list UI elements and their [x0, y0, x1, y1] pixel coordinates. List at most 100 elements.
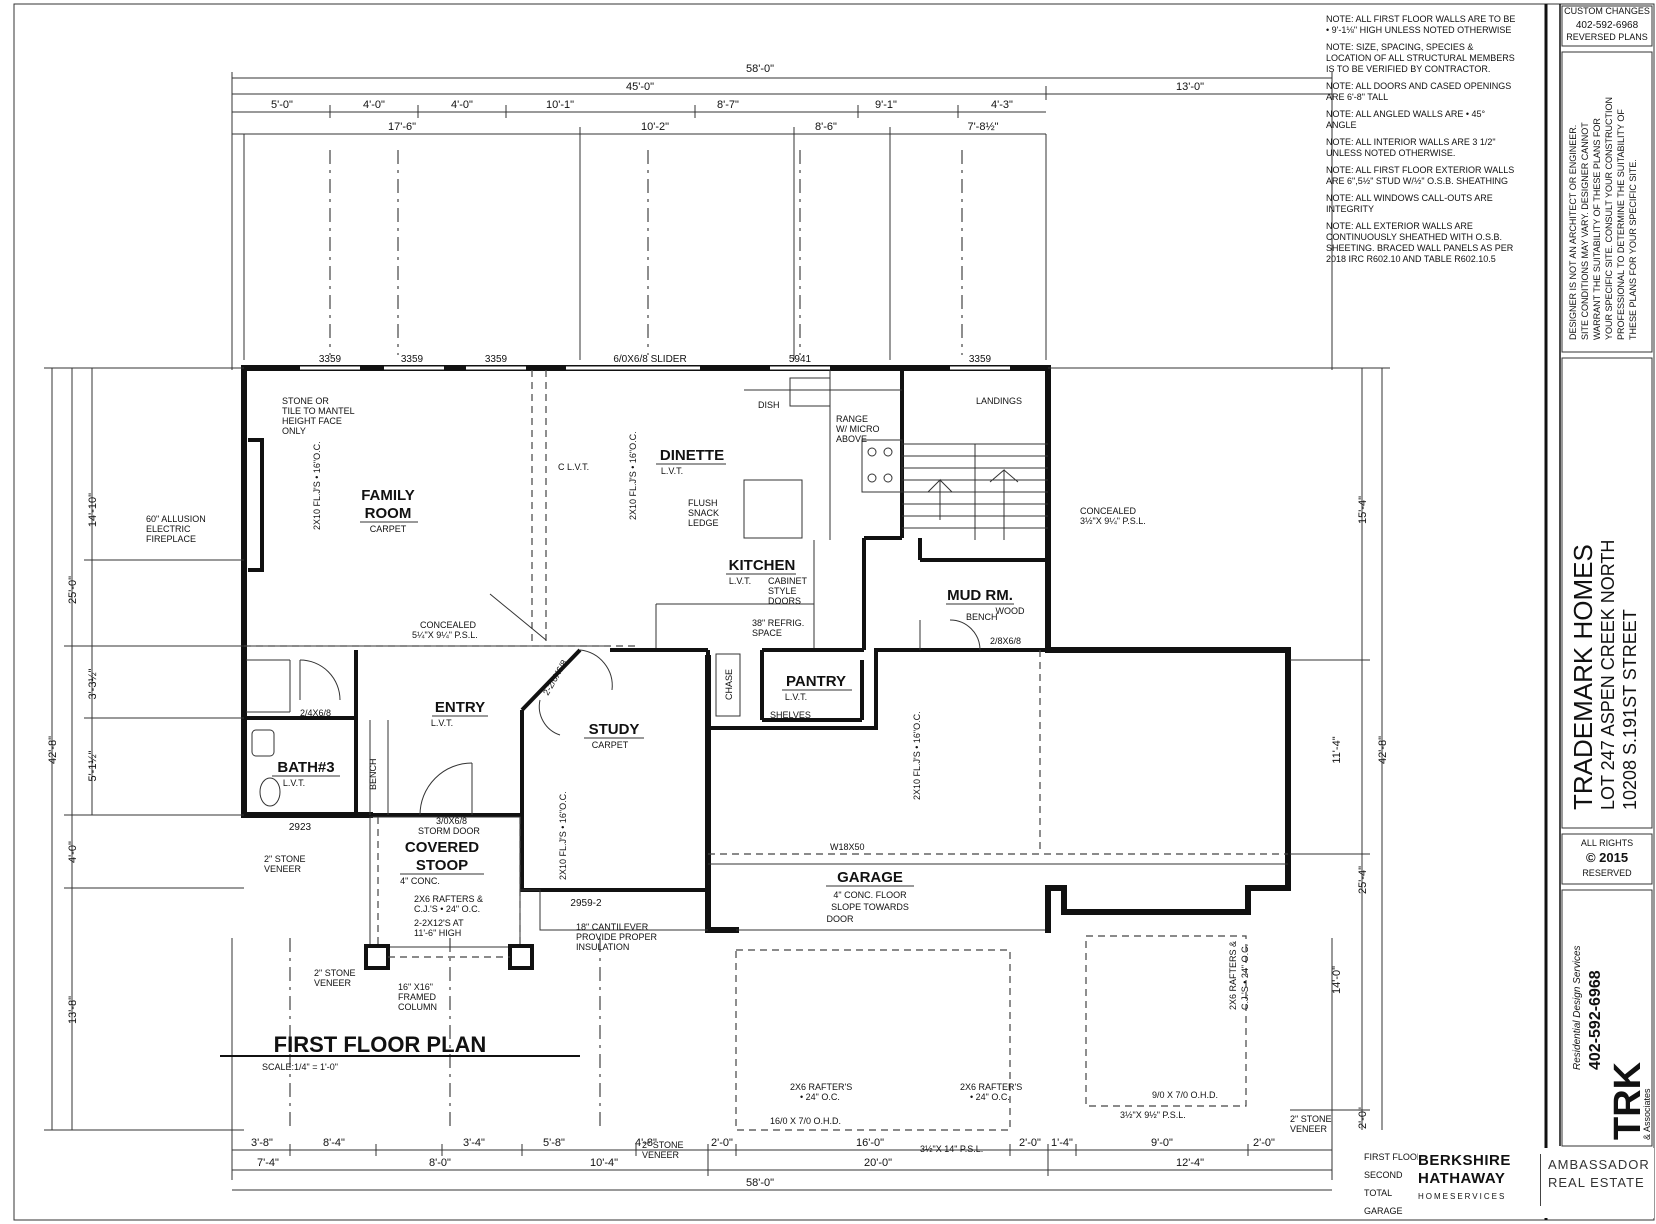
note-label: 5¼"X 9¼" P.S.L.	[412, 630, 478, 640]
dim-overall-bottom: 58'-0"	[746, 1177, 774, 1189]
room-finish: L.V.T.	[661, 466, 683, 476]
window-label: 3359	[969, 354, 992, 365]
note-label: CABINET	[768, 576, 808, 586]
ambassador-line2: REAL ESTATE	[1548, 1175, 1645, 1190]
dim-left: 25'-0"	[67, 576, 79, 604]
note-label: 3½"X 9¼" P.S.L.	[1080, 516, 1146, 526]
room-finish: WOOD	[996, 606, 1025, 616]
brokerage-name: BERKSHIRE HATHAWAY	[1418, 1152, 1511, 1188]
note-label: CONCEALED	[420, 620, 477, 630]
tb-assoc: & Associates	[1642, 1088, 1652, 1140]
room-name: PANTRY	[786, 673, 846, 690]
dim-top-row1: 9'-1"	[875, 99, 897, 111]
tb-phone-top: 402-592-6968	[1576, 20, 1639, 31]
note-label: BENCH	[368, 758, 378, 790]
note-label: 3½"X 9½" P.S.L.	[1120, 1110, 1186, 1120]
dim-top-row2: 17'-6"	[388, 121, 416, 133]
tb-firm-logo: TRK	[1607, 1061, 1649, 1140]
structural-dashes	[244, 370, 1288, 1131]
room-name: ROOM	[365, 505, 412, 522]
room-stoop: COVERED STOOP 4" CONC.	[400, 839, 484, 886]
tb-rights: ALL RIGHTS	[1581, 838, 1633, 848]
door-swings	[299, 619, 981, 816]
dim-left: 42'-8"	[47, 736, 59, 764]
note-label: 2X6 RAFTER'S	[790, 1082, 852, 1092]
cantilever-outline	[520, 889, 708, 931]
left-dimensions	[44, 367, 244, 1131]
room-name: KITCHEN	[729, 557, 796, 574]
plan-title: FIRST FLOOR PLAN	[274, 1032, 487, 1057]
room-note: SLOPE TOWARDS	[831, 902, 909, 912]
window-label: 3359	[319, 354, 342, 365]
note-item: NOTE: ALL DOORS AND CASED OPENINGS ARE 6…	[1326, 81, 1512, 102]
note-label: 2X6 RAFTERS &	[1228, 941, 1238, 1010]
note-label: 2X10 FL.J'S • 16"O.C.	[628, 431, 638, 520]
dim-left: 13'-8"	[67, 996, 79, 1024]
window-label: 3359	[485, 354, 508, 365]
dim-bottom-row2: 8'-0"	[429, 1157, 451, 1169]
room-finish: L.V.T.	[431, 718, 453, 728]
sqft-garage: GARAGE	[1364, 1206, 1403, 1216]
note-label: SHELVES	[770, 710, 811, 720]
note-label: 3/0X6/8	[436, 816, 467, 826]
room-name: COVERED	[405, 839, 479, 856]
note-label: C L.V.T.	[558, 462, 589, 472]
dim-left: 3'-3½"	[87, 668, 99, 699]
note-label: 2X10 FL.J'S • 16"O.C.	[558, 791, 568, 880]
dim-bottom-row1: 16'-0"	[856, 1137, 884, 1149]
room-bath: BATH#3 L.V.T.	[272, 759, 340, 788]
dim-top-row2: 8'-6"	[815, 121, 837, 133]
note-label: PROVIDE PROPER	[576, 932, 658, 942]
dim-bottom-row1: 2'-0"	[1019, 1137, 1041, 1149]
note-label: CHASE	[724, 669, 734, 700]
note-label: ABOVE	[836, 434, 867, 444]
window-label: 3359	[401, 354, 424, 365]
tb-reserved: RESERVED	[1582, 868, 1632, 878]
tb-reversed: REVERSED PLANS	[1566, 32, 1648, 42]
dim-top-row2: 7'-8½"	[967, 121, 998, 133]
tb-disclaimer: YOUR SPECIFIC SITE. CONSULT YOUR CONSTRU…	[1604, 97, 1614, 340]
note-label: COLUMN	[398, 1002, 437, 1012]
dim-main-top: 45'-0"	[626, 81, 654, 93]
brokerage-logo: BERKSHIRE HATHAWAY HOMESERVICES AMBASSAD…	[1418, 1148, 1654, 1218]
note-label: 16" X16"	[398, 982, 433, 992]
tb-services: Residential Design Services	[1572, 945, 1583, 1070]
note-label: VENEER	[314, 978, 352, 988]
room-name: FAMILY	[361, 487, 415, 504]
bottom-dimensions	[231, 938, 1333, 1191]
note-label: VENEER	[1290, 1124, 1328, 1134]
window-label: 2959-2	[570, 898, 602, 909]
note-label: W18X50	[830, 842, 865, 852]
note-label: 2" STONE	[642, 1140, 684, 1150]
room-family: FAMILY ROOM CARPET	[360, 487, 418, 534]
top-dimensions	[231, 72, 1333, 370]
note-label: LEDGE	[688, 518, 719, 528]
note-label: 2-2/0X6/8	[541, 658, 569, 697]
room-finish: L.V.T.	[729, 576, 751, 586]
tb-phone: 402-592-6968	[1587, 970, 1604, 1070]
note-label: 2/8X6/8	[990, 636, 1021, 646]
note-label: SPACE	[752, 628, 782, 638]
note-label: 2X6 RAFTER'S	[960, 1082, 1022, 1092]
room-finish: CARPET	[370, 524, 407, 534]
brokerage-line2: HATHAWAY	[1418, 1170, 1506, 1187]
note-label: DOORS	[768, 596, 801, 606]
note-label: TILE TO MANTEL	[282, 406, 355, 416]
room-name: GARAGE	[837, 869, 903, 886]
note-label: 2" STONE	[314, 968, 356, 978]
note-label: INSULATION	[576, 942, 629, 952]
note-label: • 24" O.C.	[970, 1092, 1010, 1102]
room-finish: 4" CONC.	[400, 876, 440, 886]
tb-disclaimer: THESE PLANS FOR YOUR SPECIFIC SITE.	[1628, 159, 1638, 340]
note-label: 2/4X6/8	[300, 708, 331, 718]
note-label: 11'-6" HIGH	[414, 928, 461, 938]
note-label: 18" CANTILEVER	[576, 922, 649, 932]
note-label: 2X6 RAFTERS &	[414, 894, 483, 904]
note-label: FLUSH	[688, 498, 718, 508]
sheet-border	[13, 3, 1655, 1221]
dim-right: 15'-4"	[1357, 496, 1369, 524]
note-item: NOTE: ALL ANGLED WALLS ARE • 45° ANGLE	[1326, 109, 1486, 130]
note-item: NOTE: ALL FIRST FLOOR EXTERIOR WALLS ARE…	[1326, 165, 1515, 186]
tb-custom: CUSTOM CHANGES	[1564, 6, 1650, 16]
room-name: MUD RM.	[947, 587, 1013, 604]
